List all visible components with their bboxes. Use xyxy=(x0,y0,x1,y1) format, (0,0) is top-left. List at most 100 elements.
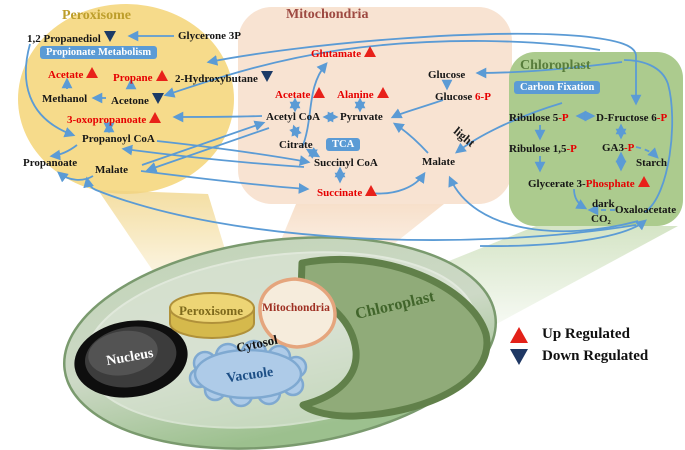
label-text: Glycerate 3- xyxy=(528,178,586,190)
node-succinyl-coa: Succinyl CoA xyxy=(314,157,378,170)
node-citrate: Citrate xyxy=(279,139,313,152)
label-text: Acetate xyxy=(48,69,84,81)
node-glycerone-3p: Glycerone 3P xyxy=(178,30,241,43)
up-triangle-icon xyxy=(149,112,162,123)
legend: Up Regulated Down Regulated xyxy=(510,326,648,370)
chloroplast-organelle-label: Chloroplast xyxy=(353,288,437,323)
label-text: Glycerone 3P xyxy=(178,30,242,42)
node-starch: Starch xyxy=(636,157,667,170)
cell-membrane xyxy=(63,236,497,450)
chloroplast-title: Chloroplast xyxy=(520,58,591,73)
down-triangle-icon xyxy=(103,31,116,42)
node-ribulose-5p: Ribulose 5-P xyxy=(509,112,569,125)
node-propanoate: Propanoate xyxy=(23,157,77,170)
node-acetyl-coa: Acetyl CoA xyxy=(266,111,320,124)
up-triangle-icon xyxy=(365,185,378,196)
label-text: Ribulose 5 xyxy=(509,112,559,124)
label-text: Succinate xyxy=(317,187,363,199)
mitochondria-title: Mitochondria xyxy=(286,7,369,22)
label-text: Starch xyxy=(636,157,667,169)
mitochondria-beam xyxy=(262,204,444,290)
carbon-fixation-box: Carbon Fixation xyxy=(514,81,601,94)
node-methanol: Methanol xyxy=(42,93,87,106)
node-glycerate-3-phosphate: Glycerate 3-Phosphate xyxy=(528,176,650,191)
label-text: Citrate xyxy=(279,139,313,151)
label-text: Malate xyxy=(422,156,455,168)
cytosol-label: Cytosol xyxy=(234,331,279,356)
node-pyruvate: Pyruvate xyxy=(340,111,383,124)
label-text: Acetone xyxy=(111,95,149,107)
vacuole-label: Vacuole xyxy=(225,364,275,387)
node-glucose-6p: Glucose 6-P xyxy=(435,91,491,104)
node-propanoyl-coa: Propanoyl CoA xyxy=(82,133,155,146)
up-triangle-icon xyxy=(313,87,326,98)
down-triangle-icon xyxy=(510,348,528,365)
label-text: Glucose xyxy=(435,91,476,103)
chloroplast-beam xyxy=(352,226,678,334)
label-text: dark xyxy=(592,198,615,210)
node-malate-mitochondria: Malate xyxy=(422,156,455,169)
mitochondria-region-shape xyxy=(238,7,512,204)
label-text: 1,2 Propanediol xyxy=(27,33,101,45)
up-triangle-icon xyxy=(86,67,99,78)
label-text: Acetyl CoA xyxy=(266,111,321,123)
label-text: Alanine xyxy=(337,89,374,101)
node-oxaloacetate: Oxaloacetate xyxy=(615,204,676,217)
node-3-oxopropanoate: 3-oxopropanoate xyxy=(67,112,162,127)
up-triangle-icon xyxy=(364,46,377,57)
down-triangle-icon xyxy=(151,93,164,104)
label-text: Glucose xyxy=(428,69,466,81)
peroxisome-beam xyxy=(98,190,240,298)
node-propanediol: 1,2 Propanediol xyxy=(27,31,116,46)
label-text: Methanol xyxy=(42,93,88,105)
legend-up-row: Up Regulated xyxy=(510,326,648,343)
up-triangle-icon xyxy=(155,70,168,81)
node-alanine: Alanine xyxy=(337,87,389,102)
label-text: Oxaloacetate xyxy=(615,204,677,216)
label-text: 6-P xyxy=(475,91,491,103)
node-acetone: Acetone xyxy=(111,93,164,108)
node-propane: Propane xyxy=(113,70,168,85)
label-text: D-Fructose 6 xyxy=(596,112,657,124)
legend-down-row: Down Regulated xyxy=(510,348,648,365)
node-dark: dark xyxy=(592,198,615,211)
label-text: -P xyxy=(558,112,569,124)
legend-up-label: Up Regulated xyxy=(542,326,630,342)
node-glucose: Glucose xyxy=(428,69,465,82)
label-text: -P xyxy=(566,143,577,155)
node-malate-peroxisome: Malate xyxy=(95,164,128,177)
legend-down-label: Down Regulated xyxy=(542,348,649,364)
up-triangle-icon xyxy=(637,176,650,187)
node-glutamate: Glutamate xyxy=(311,46,377,61)
up-triangle-icon xyxy=(376,87,389,98)
node-d-fructose-6p: D-Fructose 6-P xyxy=(596,112,667,125)
mitochondria-organelle-label: Mitochondria xyxy=(262,302,330,314)
cell-illustration xyxy=(63,236,497,450)
label-text: Propanoyl CoA xyxy=(82,133,155,145)
node-succinate: Succinate xyxy=(317,185,378,200)
label-text: Phosphate xyxy=(585,178,635,190)
node-ga3-p: GA3-P xyxy=(602,142,634,155)
label-text: 3-oxopropanoate xyxy=(67,114,147,126)
label-text: CO₂ xyxy=(591,213,611,225)
propionate-metabolism-box: Propionate Metabolism xyxy=(40,46,158,59)
label-text: Propanoate xyxy=(23,157,78,169)
node-ribulose-15p: Ribulose 1,5-P xyxy=(509,143,577,156)
peroxisome-title: Peroxisome xyxy=(62,8,131,23)
tca-box: TCA xyxy=(326,138,361,151)
down-triangle-icon xyxy=(260,71,273,82)
label-text: GA3 xyxy=(602,142,624,154)
node-acetate-peroxisome: Acetate xyxy=(48,67,99,82)
label-text: Propane xyxy=(113,72,153,84)
node-acetate-mitochondria: Acetate xyxy=(275,87,326,102)
node-co2: CO₂ xyxy=(591,213,611,226)
label-text: Malate xyxy=(95,164,128,176)
node-2-hydroxybutane: 2-Hydroxybutane xyxy=(175,71,273,86)
label-text: Glutamate xyxy=(311,48,362,60)
up-triangle-icon xyxy=(510,326,528,343)
peroxisome-organelle-label: Peroxisome xyxy=(178,303,244,318)
label-text: Pyruvate xyxy=(340,111,383,123)
label-text: Succinyl CoA xyxy=(314,157,378,169)
label-text: 2-Hydroxybutane xyxy=(175,73,258,85)
label-text: Acetate xyxy=(275,89,311,101)
